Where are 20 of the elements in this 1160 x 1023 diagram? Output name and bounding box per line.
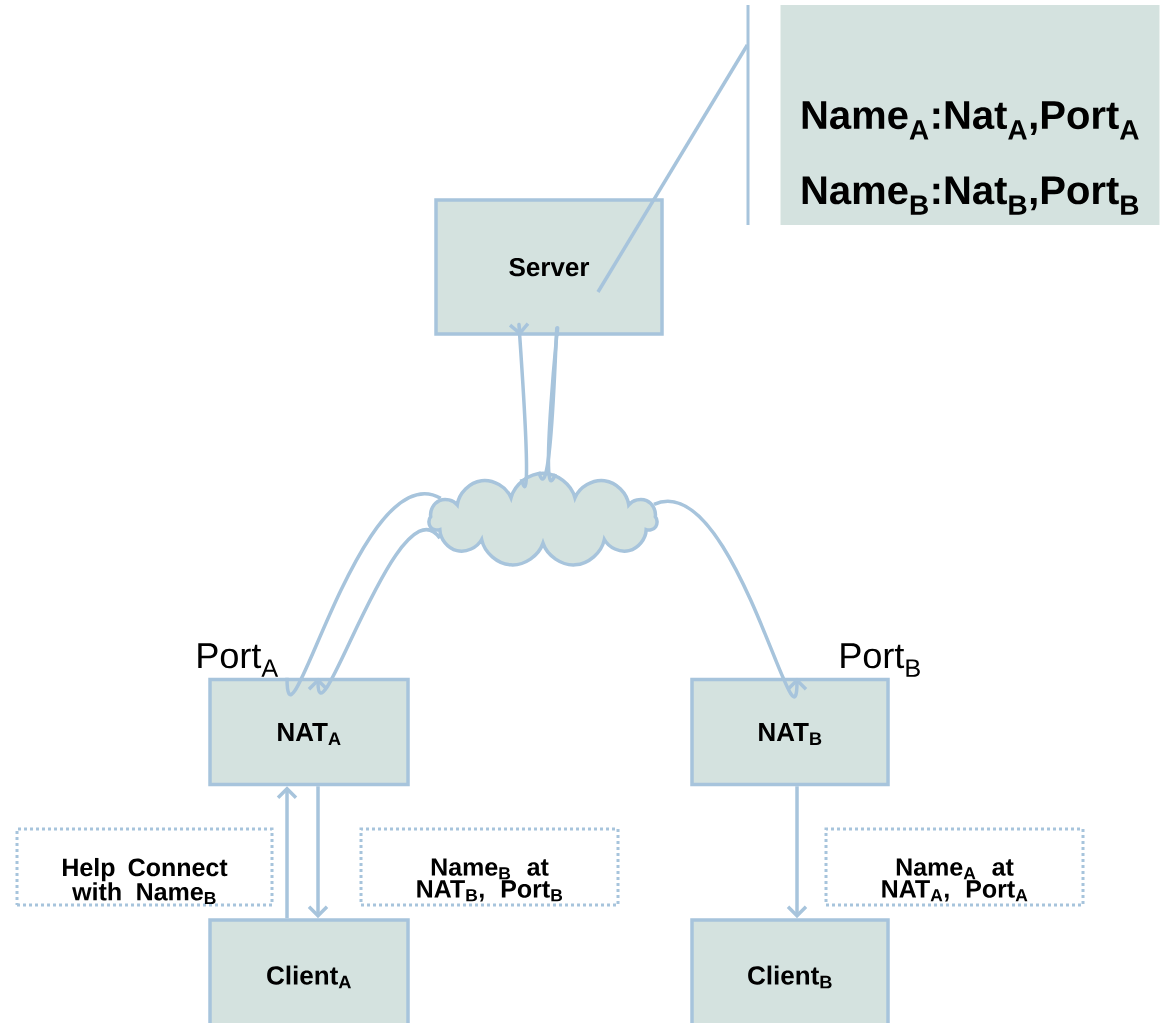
port-label: Port$_{A}$ [198, 643, 279, 677]
arrow [307, 528, 441, 694]
client-box: Client$_{A}$ [208, 918, 410, 1023]
leader-line [596, 44, 749, 293]
arrow [276, 786, 298, 919]
port-label: Port$_{B}$ [841, 643, 920, 677]
arrow [508, 322, 530, 488]
server-box: Server [434, 198, 664, 336]
callout-box: Name$_{A}$:Nat$_{A}$,Port$_{A}$ Name$_{B}$:Nat$_{B}$,Port$_{B}$ [780, 5, 1160, 225]
connector-line [285, 492, 442, 695]
arrow [786, 786, 808, 919]
note-box: Name$_{A}$ at NAT$_{A}$, Port$_{A}$ [824, 827, 1085, 907]
arrow [307, 786, 329, 919]
note-box: Name$_{B}$ at NAT$_{B}$, Port$_{B}$ [359, 827, 620, 907]
client-box: Client$_{B}$ [690, 918, 890, 1023]
nat-box: NAT$_{B}$ [690, 677, 890, 787]
nat-box: NAT$_{A}$ [208, 677, 410, 787]
arrow [653, 500, 808, 697]
note-box: Help Connect with Name$_{B}$ [15, 827, 274, 907]
cloud-shape [427, 471, 659, 567]
